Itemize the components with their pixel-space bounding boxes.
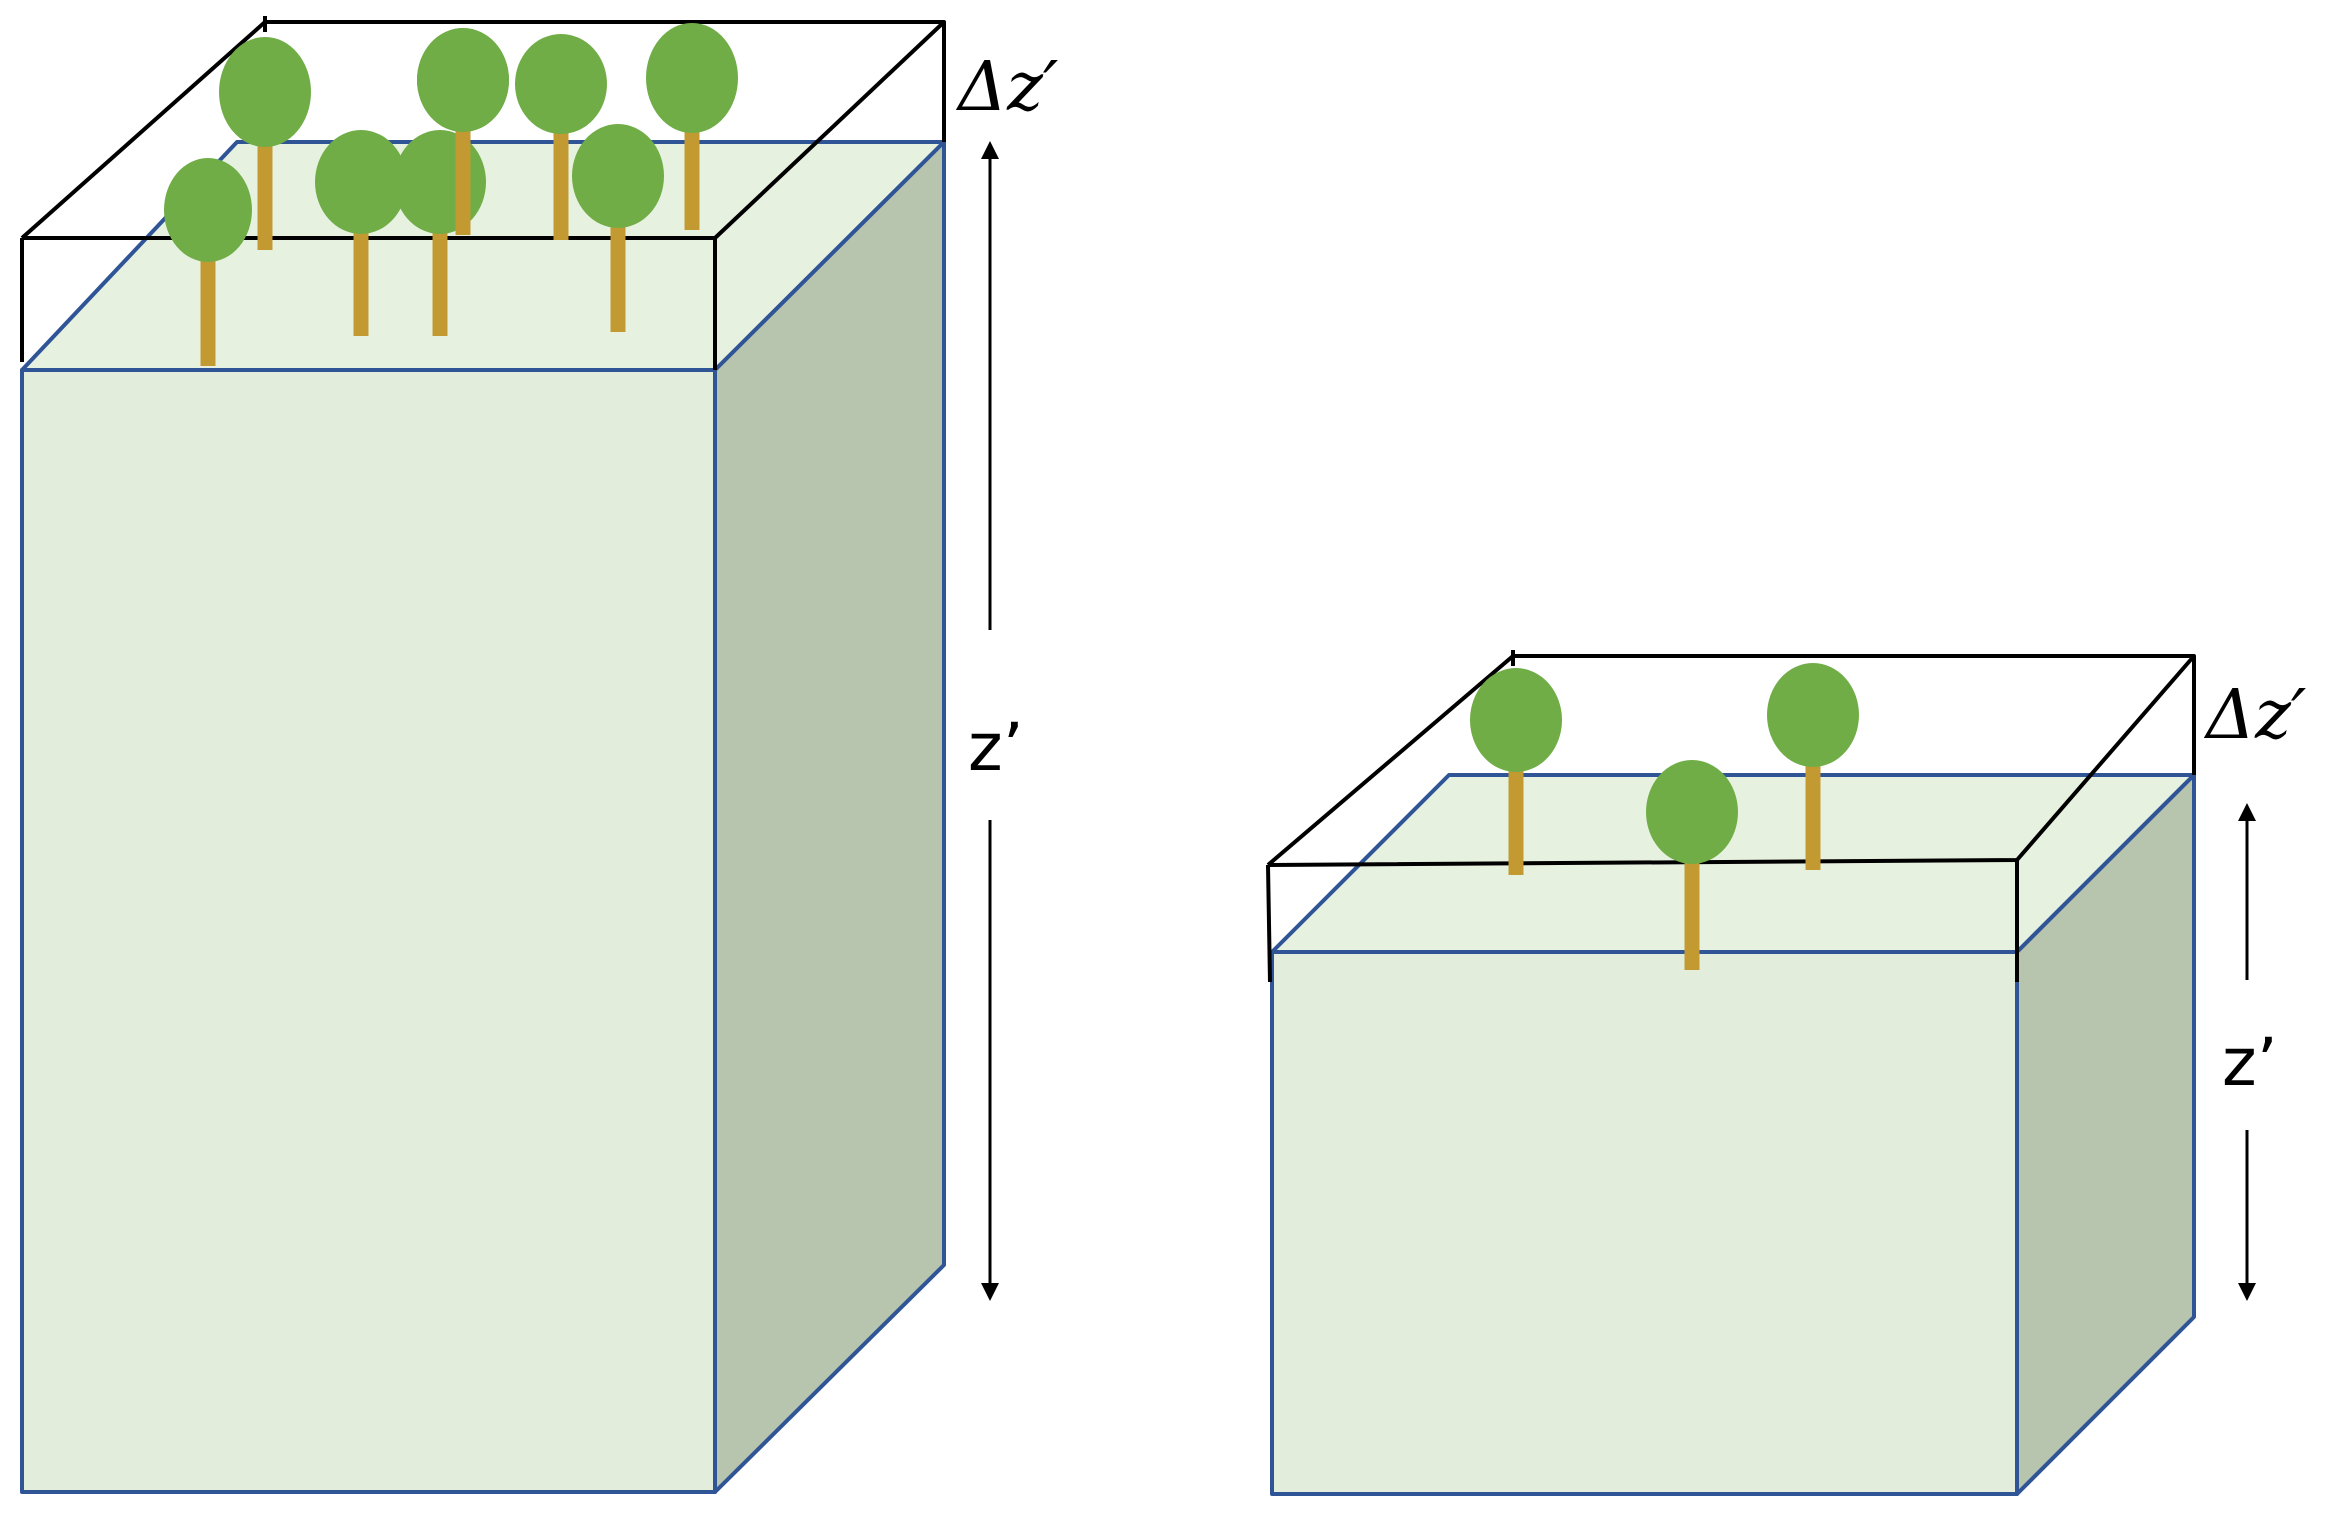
short-tree	[1646, 760, 1738, 970]
short-tree-crown	[1646, 760, 1738, 864]
short-tree-crown	[1470, 668, 1562, 772]
short-tree-crown	[1767, 663, 1859, 767]
short-surface-slab	[1266, 650, 2196, 983]
short-trees	[1470, 663, 1859, 970]
tall-column-side-face	[713, 140, 946, 1494]
tall-tree	[646, 23, 738, 230]
tall-tree-crown	[394, 130, 486, 234]
tall-column-front-face	[20, 368, 717, 1494]
short-tree	[1470, 668, 1562, 875]
tall-tree	[315, 130, 407, 336]
tall-depth-label: z’	[968, 709, 1024, 786]
short-column-front-face	[1270, 950, 2019, 1496]
tall-tree	[164, 158, 252, 366]
tall-trees	[164, 23, 738, 366]
tall-tree-crown	[315, 130, 407, 234]
short-column: Δz′ z’	[1266, 650, 2307, 1496]
tall-tree-crown	[417, 28, 509, 132]
tall-column: Δz′ z’	[20, 16, 1059, 1494]
tall-delta-label: Δz′	[955, 48, 1059, 127]
tall-tree	[572, 124, 664, 332]
tall-surface-slab	[20, 16, 946, 370]
tall-tree	[219, 37, 311, 250]
tall-tree-crown	[572, 124, 664, 228]
short-delta-label: Δz′	[2203, 676, 2307, 755]
tall-tree-crown	[164, 158, 252, 262]
short-tree	[1767, 663, 1859, 870]
tall-tree	[515, 34, 607, 240]
tall-tree-crown	[515, 34, 607, 134]
tall-tree-crown	[219, 37, 311, 147]
short-depth-label: z’	[2222, 1024, 2278, 1101]
tall-tree	[417, 28, 509, 235]
tall-tree-crown	[646, 23, 738, 133]
